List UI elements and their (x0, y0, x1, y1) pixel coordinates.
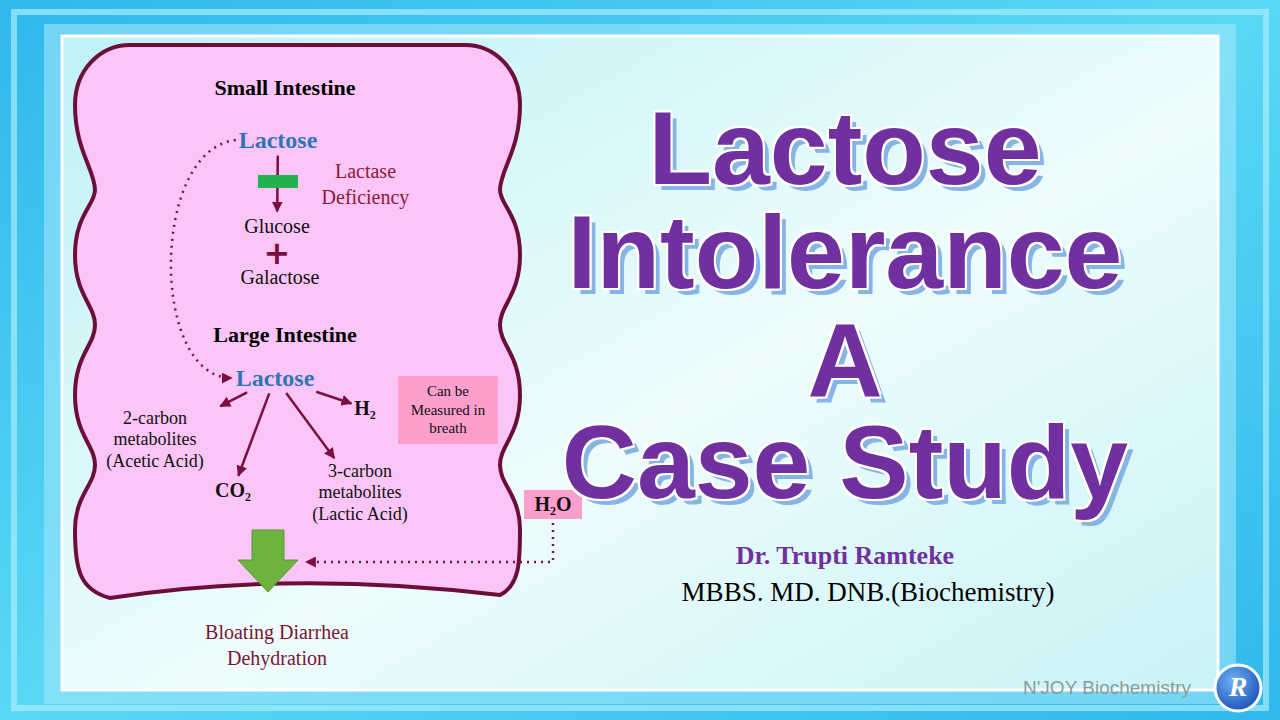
frame-glow (14, 12, 1266, 708)
note-box: Can be Measured in breath (398, 376, 498, 444)
water-leader (306, 523, 553, 562)
gas-node: H₂ (354, 397, 376, 420)
symptom-node: Bloating Diarrhea Dehydration (202, 619, 352, 671)
node-text: Lactose (239, 127, 318, 154)
enzyme-block-bar (258, 175, 298, 188)
result-arrow (238, 530, 298, 592)
edge-label: Lactase Deficiency (300, 158, 430, 210)
product-node: Glucose (244, 215, 310, 238)
node-text: Lactose (236, 365, 315, 392)
region-heading: Small Intestine (214, 75, 355, 101)
author-degrees: MBBS. MD. DNB.(Biochemistry) (682, 577, 1055, 608)
metabolite-node: 3-carbon metabolites (Lactic Acid) (295, 461, 425, 526)
node-text: CO₂ (215, 479, 251, 502)
author-name: Dr. Trupti Ramteke (736, 541, 954, 571)
lactose-node: Lactose (239, 127, 318, 154)
gas-node: CO₂ (215, 479, 251, 502)
intestine-outline: Small IntestineLarge IntestineLactoseGlu… (72, 42, 524, 602)
title: Lactose Intolerance (525, 96, 1165, 304)
lactose-node: Lactose (236, 365, 315, 392)
inner-panel (62, 36, 1218, 690)
metabolite-node: 2-carbon metabolites (Acetic Acid) (90, 408, 220, 473)
plus-sign: + (264, 237, 291, 269)
title-line: A (807, 308, 882, 412)
title-line: Case Study (562, 410, 1128, 514)
flow-arrow (220, 392, 247, 406)
intestine-outline (75, 45, 520, 598)
flow-arrow (316, 392, 351, 404)
frame-band (44, 24, 1236, 704)
node-text: 3-carbon metabolites (Lactic Acid) (295, 461, 425, 526)
logo-badge (1215, 665, 1261, 711)
flow-arrow (286, 393, 334, 458)
node-text: Glucose (244, 215, 310, 238)
node-text: H₂ (354, 397, 376, 420)
logo-letter: R (1229, 671, 1248, 703)
node-text: Can be Measured in breath (406, 382, 490, 438)
node-text: 2-carbon metabolites (Acetic Acid) (90, 408, 220, 473)
node-text: Bloating Diarrhea Dehydration (202, 619, 352, 671)
flow-arrow (238, 393, 269, 475)
watermark: N'JOY Biochemistry (1023, 677, 1191, 699)
region-heading: Large Intestine (213, 322, 357, 348)
